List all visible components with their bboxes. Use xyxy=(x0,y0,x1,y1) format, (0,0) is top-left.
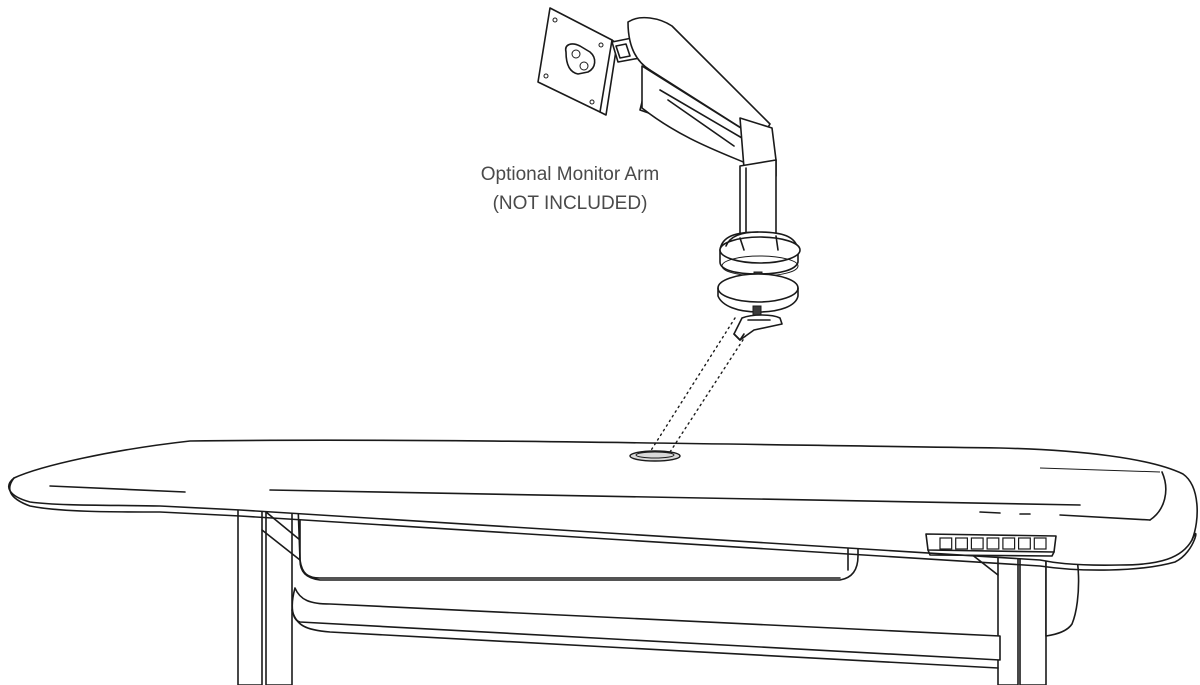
monitor-arm xyxy=(537,7,801,341)
callout-note: (NOT INCLUDED) xyxy=(492,193,648,214)
keypad-buttons xyxy=(939,537,1047,550)
keypad-button xyxy=(955,537,969,550)
height-keypad xyxy=(925,533,1057,557)
left-leg xyxy=(237,504,301,685)
keypad-button xyxy=(1033,537,1047,550)
keypad-button xyxy=(1002,537,1016,550)
desktop-surface xyxy=(8,439,1198,571)
keypad-button xyxy=(1017,537,1031,550)
keypad-button xyxy=(939,537,953,550)
alignment-guides xyxy=(649,317,753,453)
keypad-button xyxy=(986,537,1000,550)
keypad-button xyxy=(970,537,984,550)
monitor-arm-callout: Optional Monitor Arm (NOT INCLUDED) xyxy=(420,160,720,218)
callout-title: Optional Monitor Arm xyxy=(480,164,660,185)
